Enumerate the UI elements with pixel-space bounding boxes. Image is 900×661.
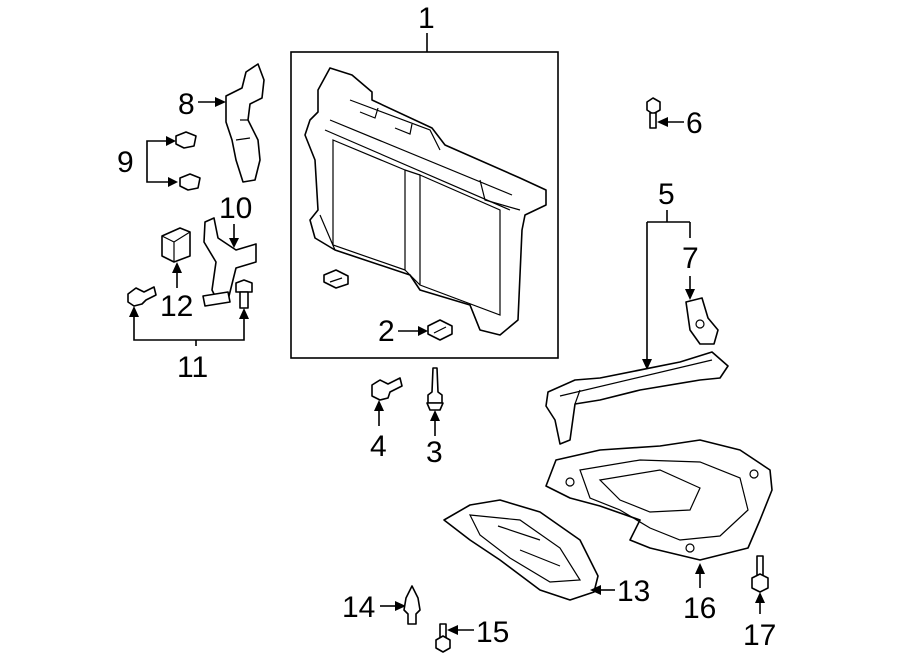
callout-label-1: 1: [418, 2, 435, 35]
callout-group-11: 11: [127, 279, 253, 384]
callout-group-3: 3: [426, 367, 444, 469]
callout-group-13: 13: [443, 499, 650, 608]
callout-label-3: 3: [426, 436, 443, 469]
callout-group-1: [290, 33, 559, 359]
callout-group-12: 12: [160, 227, 193, 323]
callout-label-8: 8: [178, 88, 195, 121]
clip-part: [323, 269, 349, 289]
callout-label-13: 13: [617, 575, 650, 608]
callout-group-8: 8: [178, 63, 265, 183]
callout-group-4: 4: [370, 377, 403, 463]
callout-label-16: 16: [683, 592, 716, 625]
lower-tie-bar: [545, 351, 729, 445]
callout-label-6: 6: [686, 107, 703, 140]
callout-label-17: 17: [743, 619, 776, 652]
callout-group-15: 15: [435, 616, 509, 653]
callout-group-7: 7: [682, 242, 719, 345]
callout-label-2: 2: [378, 315, 395, 348]
radiator-support: [304, 67, 547, 336]
callout-label-12: 12: [160, 290, 193, 323]
callout-label-9: 9: [117, 146, 134, 179]
callout-label-11: 11: [177, 351, 208, 384]
callout-group-17: 17: [743, 555, 776, 652]
callout-label-4: 4: [370, 430, 387, 463]
callout-label-15: 15: [476, 616, 509, 649]
callout-group-14: 14: [342, 585, 421, 625]
callout-label-7: 7: [682, 242, 699, 275]
callout-group-6: 6: [646, 97, 703, 140]
callout-label-10: 10: [219, 192, 252, 225]
callout-label-5: 5: [658, 178, 675, 211]
callout-group-5: 5: [642, 178, 691, 370]
callout-group-10: 10: [202, 192, 257, 307]
callout-group-2: 2: [378, 315, 453, 348]
callout-label-14: 14: [342, 591, 375, 624]
callout-group-16: 16: [545, 439, 773, 625]
callout-group-9: 9: [117, 131, 201, 191]
